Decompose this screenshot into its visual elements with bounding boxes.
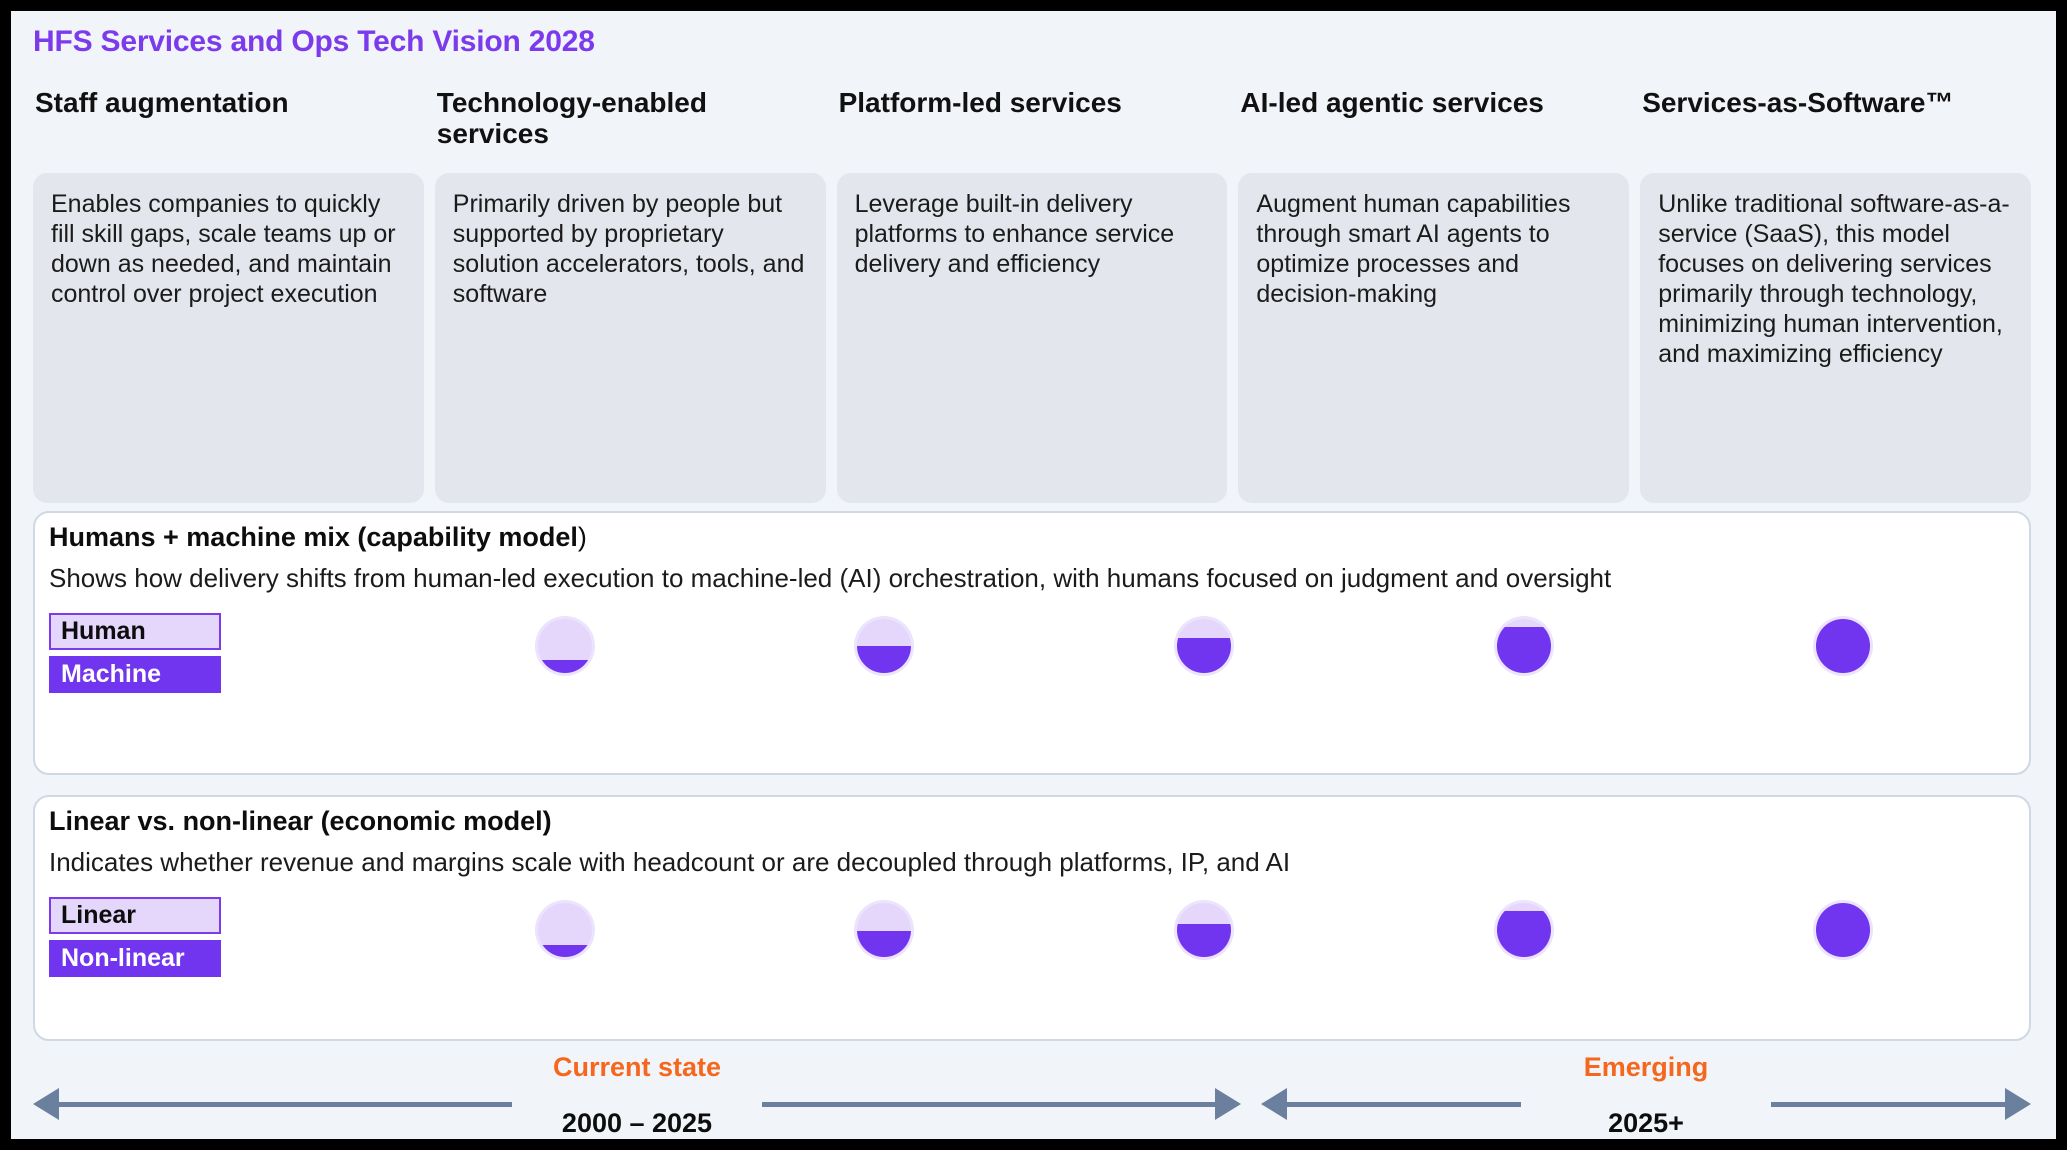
fill-circle-nonlinear-share-3 [1176,903,1231,957]
legend-badge-machine: Machine [49,656,221,693]
circle-fill [537,945,592,957]
capability-model-title-thin: ) [577,522,587,552]
model-column-ai-led-agentic-services: AI-led agentic services Augment human ca… [1238,87,1630,503]
arrow-right-icon [2005,1088,2031,1120]
circle-slot [1044,895,1364,965]
capability-model-title-bold: Humans + machine mix (capability model [49,522,578,552]
timeline-arrow-row [33,1088,1241,1120]
economic-model-title-bold: Linear vs. non-linear (economic model) [49,806,552,836]
model-column-description: Leverage built-in delivery platforms to … [836,173,1228,503]
circle-slot [1683,611,2003,681]
model-column-staff-augmentation: Staff augmentation Enables companies to … [33,87,424,503]
model-column-heading: Technology-enabled services [436,87,707,150]
economic-circle-row [405,895,2003,965]
timeline-era-label: Emerging [1583,1052,1709,1082]
economic-legend: Linear Non-linear [49,897,221,977]
circle-fill [1176,923,1231,957]
model-column-description: Unlike traditional software-as-a-service… [1640,173,2031,503]
fill-circle-machine-share-3 [1176,619,1231,673]
circle-slot [405,611,725,681]
model-column-description: Augment human capabilities through smart… [1238,173,1630,503]
circle-fill [857,646,912,673]
circle-slot [725,895,1045,965]
timeline-current-state: Current state 2000 – 2025 [33,1053,1241,1145]
circle-fill [1496,627,1551,673]
timeline-years-label: 2025+ [1608,1108,1684,1139]
timeline-current-state-label: Current state 2000 – 2025 [33,1053,1241,1138]
circle-fill [1816,903,1871,957]
capability-legend: Human Machine [49,613,221,693]
timeline-era-label: Current state [552,1052,722,1082]
circle-fill [1496,911,1551,957]
economic-model-card: Linear vs. non-linear (economic model) I… [33,795,2031,1041]
model-column-heading: Platform-led services [838,87,1122,118]
arrow-left-icon [1261,1088,1287,1120]
arrow-line [762,1101,1215,1107]
circle-slot [405,895,725,965]
circle-slot [1364,895,1684,965]
model-column-technology-enabled-services: Technology-enabled services Primarily dr… [434,87,826,503]
model-column-platform-led-services: Platform-led services Leverage built-in … [836,87,1228,503]
model-column-heading: Services-as-Software™ [1642,87,1954,118]
page-title: HFS Services and Ops Tech Vision 2028 [33,25,595,58]
economic-model-subtitle: Indicates whether revenue and margins sc… [49,847,1291,877]
timeline-emerging-label: Emerging 2025+ [1261,1053,2031,1138]
arrow-line [1287,1101,1521,1107]
model-column-heading: Staff augmentation [35,87,289,118]
arrow-line [1771,1101,2005,1107]
timeline-emerging: Emerging 2025+ [1261,1053,2031,1145]
model-column-description: Primarily driven by people but supported… [434,173,826,503]
circle-fill [857,931,912,957]
capability-circle-row [405,611,2003,681]
capability-model-title: Humans + machine mix (capability model) [49,522,587,553]
model-column-heading: AI-led agentic services [1240,87,1544,118]
legend-badge-linear: Linear [49,897,221,934]
fill-circle-nonlinear-share-2 [857,903,912,957]
model-columns: Staff augmentation Enables companies to … [33,87,2031,503]
circle-slot [1364,611,1684,681]
fill-circle-nonlinear-share-5 [1816,903,1871,957]
model-column-services-as-software: Services-as-Software™ Unlike traditional… [1640,87,2031,503]
fill-circle-nonlinear-share-4 [1496,903,1551,957]
timeline-years-label: 2000 – 2025 [561,1108,713,1139]
fill-circle-nonlinear-share-1 [537,903,592,957]
capability-model-card: Humans + machine mix (capability model) … [33,511,2031,775]
circle-slot [725,611,1045,681]
arrow-left-icon [33,1088,59,1120]
legend-badge-human: Human [49,613,221,650]
fill-circle-machine-share-1 [537,619,592,673]
legend-badge-non-linear: Non-linear [49,940,221,977]
circle-fill [1176,637,1231,673]
arrow-right-icon [1215,1088,1241,1120]
fill-circle-machine-share-4 [1496,619,1551,673]
circle-slot [1683,895,2003,965]
model-column-description: Enables companies to quickly fill skill … [33,173,424,503]
fill-circle-machine-share-2 [857,619,912,673]
circle-fill [537,659,592,673]
capability-model-subtitle: Shows how delivery shifts from human-led… [49,563,1612,593]
circle-slot [1044,611,1364,681]
timeline-arrow-row [1261,1088,2031,1120]
arrow-line [59,1101,512,1107]
fill-circle-machine-share-5 [1816,619,1871,673]
circle-fill [1816,619,1871,673]
economic-model-title: Linear vs. non-linear (economic model) [49,806,552,837]
timeline: Current state 2000 – 2025 Emerging 2025+ [33,1053,2031,1145]
